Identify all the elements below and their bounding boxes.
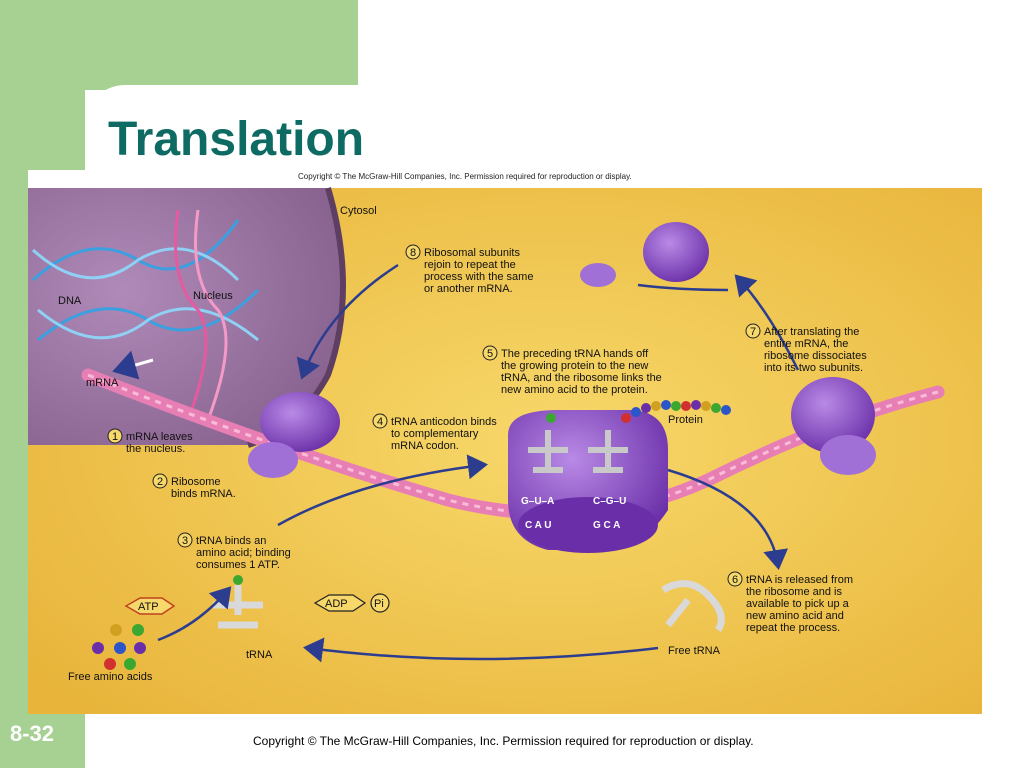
step-7-line-4: into its two subunits. — [764, 362, 863, 374]
step-1-number: 1 — [112, 431, 118, 443]
translating-ribosome — [508, 410, 668, 553]
step-3-line-2: amino acid; binding — [196, 547, 291, 559]
step-2-line-1: Ribosome — [171, 476, 221, 488]
dna-helix — [31, 209, 260, 421]
atp-badge: ATP — [124, 597, 176, 615]
nucleus-label: Nucleus — [193, 290, 233, 302]
svg-text:ADP: ADP — [325, 598, 348, 610]
codon-1: C A U — [525, 520, 551, 531]
mrna-label: mRNA — [86, 377, 119, 389]
step-6-line-2: the ribosome and is — [746, 586, 842, 598]
step-3-line-3: consumes 1 ATP. — [196, 559, 280, 571]
free-amino-acids-label: Free amino acids — [68, 671, 153, 683]
step-4-line-2: to complementary — [391, 428, 479, 440]
step-3-number: 3 — [182, 535, 188, 547]
step-8-line-4: or another mRNA. — [424, 283, 513, 295]
translation-figure: Copyright © The McGraw-Hill Companies, I… — [28, 170, 982, 714]
svg-text:Pi: Pi — [374, 598, 384, 610]
step-5-line-1: The preceding tRNA hands off — [501, 348, 649, 360]
slide-title: Translation — [108, 113, 365, 166]
step-6-line-3: available to pick up a — [746, 598, 850, 610]
figure-header-band — [28, 170, 982, 188]
step-2-badge — [152, 473, 168, 489]
step-4-line-3: mRNA codon. — [391, 440, 459, 452]
step-5-line-4: new amino acid to the protein. — [501, 384, 648, 396]
step-7-number: 7 — [750, 326, 756, 338]
svg-text:ATP: ATP — [138, 601, 159, 613]
step-3-badge — [177, 532, 193, 548]
step-1-badge — [107, 428, 123, 444]
adp-badge: ADP — [313, 594, 367, 612]
slide-number: 8-32 — [10, 721, 55, 746]
step-1-line-2: the nucleus. — [126, 443, 185, 455]
step-1-line-1: mRNA leaves — [126, 431, 193, 443]
step-3-line-1: tRNA binds an — [196, 535, 266, 547]
step-7-line-3: ribosome dissociates — [764, 350, 867, 362]
step-7-badge — [745, 323, 761, 339]
step-4-number: 4 — [377, 416, 383, 428]
step-2-line-2: binds mRNA. — [171, 488, 236, 500]
step-8-number: 8 — [410, 247, 416, 259]
mrna-exit-arrow — [112, 350, 154, 380]
step-5-line-3: tRNA, and the ribosome links the — [501, 372, 662, 384]
free-trna-molecule — [661, 580, 725, 632]
trna-in-ribosome — [528, 430, 628, 473]
step-6-number: 6 — [732, 574, 738, 586]
step-6-line-5: repeat the process. — [746, 622, 840, 634]
step-5-line-2: the growing protein to the new — [501, 360, 648, 372]
process-arrows — [157, 263, 800, 663]
dna-label: DNA — [58, 295, 82, 307]
cytosol-label: Cytosol — [340, 205, 377, 217]
amino-acid-on-trna — [233, 575, 243, 585]
free-trna-label: Free tRNA — [668, 645, 721, 657]
step-5-badge — [482, 345, 498, 361]
step-6-badge — [727, 571, 743, 587]
step-8-line-1: Ribosomal subunits — [424, 247, 520, 259]
step-8-badge — [405, 244, 421, 260]
protein-label: Protein — [668, 414, 703, 426]
step-7-line-2: entire mRNA, the — [764, 338, 848, 350]
step-6-line-4: new amino acid and — [746, 610, 844, 622]
protein-chain — [546, 400, 731, 423]
dissociating-ribosome — [791, 377, 876, 475]
step-5-number: 5 — [487, 348, 493, 360]
phosphate-badge: Pi — [370, 593, 390, 613]
step-4-badge — [372, 413, 388, 429]
step-7-line-1: After translating the — [764, 326, 859, 338]
free-amino-acids — [92, 624, 146, 670]
step-8-line-2: rejoin to repeat the — [424, 259, 516, 271]
slide-footer-copyright: Copyright © The McGraw-Hill Companies, I… — [253, 734, 754, 748]
anticodon-2: C–G–U — [593, 496, 626, 507]
step-4-line-1: tRNA anticodon binds — [391, 416, 497, 428]
step-8-line-3: process with the same — [424, 271, 533, 283]
ribosome-binding-mrna — [248, 392, 340, 478]
figure-copyright: Copyright © The McGraw-Hill Companies, I… — [298, 172, 632, 181]
step-2-number: 2 — [157, 476, 163, 488]
codon-2: G C A — [593, 520, 620, 531]
anticodon-1: G–U–A — [521, 496, 554, 507]
trna-label: tRNA — [246, 649, 273, 661]
free-ribosome-subunits — [580, 222, 709, 287]
step-6-line-1: tRNA is released from — [746, 574, 853, 586]
